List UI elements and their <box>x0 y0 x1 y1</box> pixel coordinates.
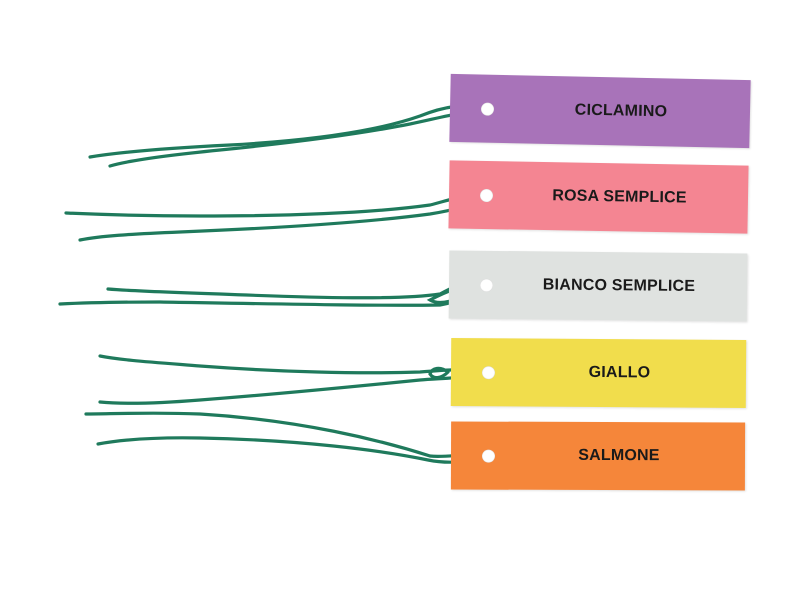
wire-giallo-twist <box>428 366 450 380</box>
wire-ciclamino-2 <box>108 110 490 168</box>
tag-label: BIANCO SEMPLICE <box>542 276 696 296</box>
tag-rosa-semplice: ROSA SEMPLICE <box>448 160 749 234</box>
wire-rosa-2 <box>78 195 490 242</box>
tag-hole <box>480 102 495 116</box>
tag-salmone: SALMONE <box>450 421 746 491</box>
tag-label: SALMONE <box>578 446 660 465</box>
tag-hole <box>479 278 494 292</box>
wire-salmone-1 <box>84 411 492 459</box>
tag-label: ROSA SEMPLICE <box>552 187 687 207</box>
tag-ciclamino: CICLAMINO <box>449 73 751 149</box>
tag-label: GIALLO <box>588 363 651 382</box>
wire-bianco-2 <box>58 280 486 307</box>
wire-rosa-1 <box>64 193 490 218</box>
tag-hole <box>481 366 496 380</box>
wire-giallo-2 <box>98 370 492 405</box>
tag-hole <box>479 188 494 203</box>
wire-bianco-1 <box>106 279 486 300</box>
wire-salmone-2 <box>96 436 492 464</box>
tag-giallo: GIALLO <box>450 337 747 409</box>
tag-label: CICLAMINO <box>574 101 668 121</box>
wire-ciclamino-1 <box>88 104 490 159</box>
tag-hole <box>481 449 496 463</box>
wire-giallo-1 <box>98 354 492 375</box>
tag-bianco-semplice: BIANCO SEMPLICE <box>448 250 748 322</box>
